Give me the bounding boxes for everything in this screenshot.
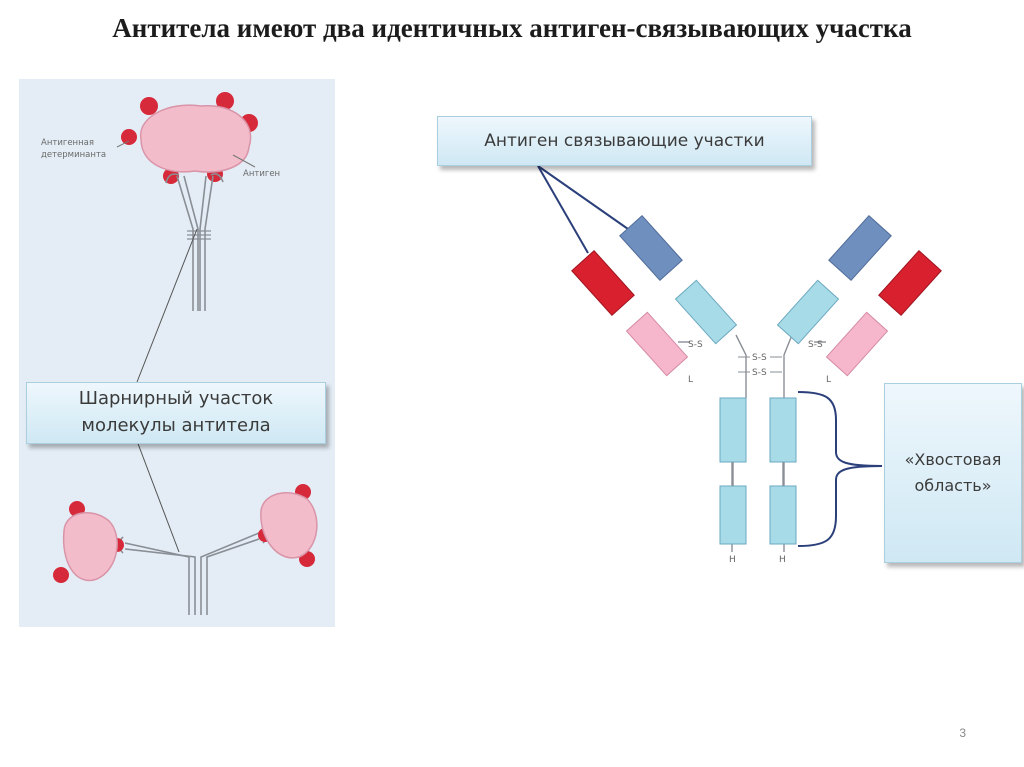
stem-domain-left-upper xyxy=(719,397,747,463)
tail-region-callout: «Хвостовая область» xyxy=(884,383,1022,563)
tail-callout-line2: область» xyxy=(914,476,992,495)
tail-callout-line1: «Хвостовая xyxy=(904,450,1002,469)
slide-title: Антитела имеют два идентичных антиген-св… xyxy=(112,13,912,43)
stem-domain-right-upper xyxy=(769,397,797,463)
light-chain-label-left: L xyxy=(688,375,693,385)
hinge-callout-line2: молекулы антитела xyxy=(81,415,271,436)
left-arm xyxy=(571,214,738,377)
variable-light-domain-left xyxy=(571,249,635,317)
bottom-left-antigen-shape xyxy=(62,512,118,582)
hinge-region-callout: Шарнирный участок молекулы антитела xyxy=(26,382,326,444)
constant-light-domain-right xyxy=(825,311,889,377)
antibody-illustration-panel: Антигенная детерминанта Антиген xyxy=(19,79,335,627)
stem-domain-left-lower xyxy=(719,485,747,545)
binding-pointer-line-upper xyxy=(537,165,629,230)
binding-pointer-line-lower xyxy=(537,165,589,254)
antibody-antigen-illustration: Антигенная детерминанта Антиген xyxy=(41,92,318,615)
hinge-callout-line1: Шарнирный участок xyxy=(78,388,274,409)
antigen-determinant-dot xyxy=(140,97,158,115)
binding-sites-callout: Антиген связывающие участки xyxy=(437,116,812,166)
disulfide-label-left: S-S xyxy=(688,340,703,350)
constant-light-domain-left xyxy=(625,311,689,377)
variable-heavy-domain-right xyxy=(828,214,892,282)
bottom-right-antigen-group xyxy=(258,484,318,567)
heavy-chain-label-left: H xyxy=(729,555,736,565)
variable-light-domain-right xyxy=(878,249,942,317)
bottom-left-antigen-group xyxy=(53,501,124,583)
disulfide-label-right: S-S xyxy=(808,340,823,350)
antigen-label: Антиген xyxy=(243,169,280,179)
top-antibody xyxy=(165,173,224,311)
antigen-determinant-label-line2: детерминанта xyxy=(41,150,106,160)
antigen-leader-line xyxy=(232,154,256,168)
variable-heavy-domain-left xyxy=(619,214,683,282)
antigen-determinant-label-line1: Антигенная xyxy=(41,138,94,148)
hinge-pointer-line-bottom xyxy=(136,440,180,553)
constant-heavy-domain-right xyxy=(776,279,840,345)
page-number: 3 xyxy=(959,726,966,740)
top-antigen-shape xyxy=(140,104,252,173)
disulfide-label-center-2: S-S xyxy=(752,368,767,378)
bottom-right-antigen-shape xyxy=(260,492,318,559)
tail-region-bracket xyxy=(797,391,883,547)
determinant-leader-line xyxy=(116,140,130,148)
disulfide-label-center-1: S-S xyxy=(752,353,767,363)
hinge-pointer-line-top xyxy=(136,228,198,383)
antigen-determinant-dot xyxy=(53,567,69,583)
right-arm xyxy=(776,214,942,377)
heavy-chain-label-right: H xyxy=(779,555,786,565)
antigen-determinant-dot xyxy=(216,92,234,110)
constant-heavy-domain-left xyxy=(674,279,738,345)
antigen-determinant-dot xyxy=(121,129,137,145)
light-chain-label-right: L xyxy=(826,375,831,385)
stem-domain-right-lower xyxy=(769,485,797,545)
